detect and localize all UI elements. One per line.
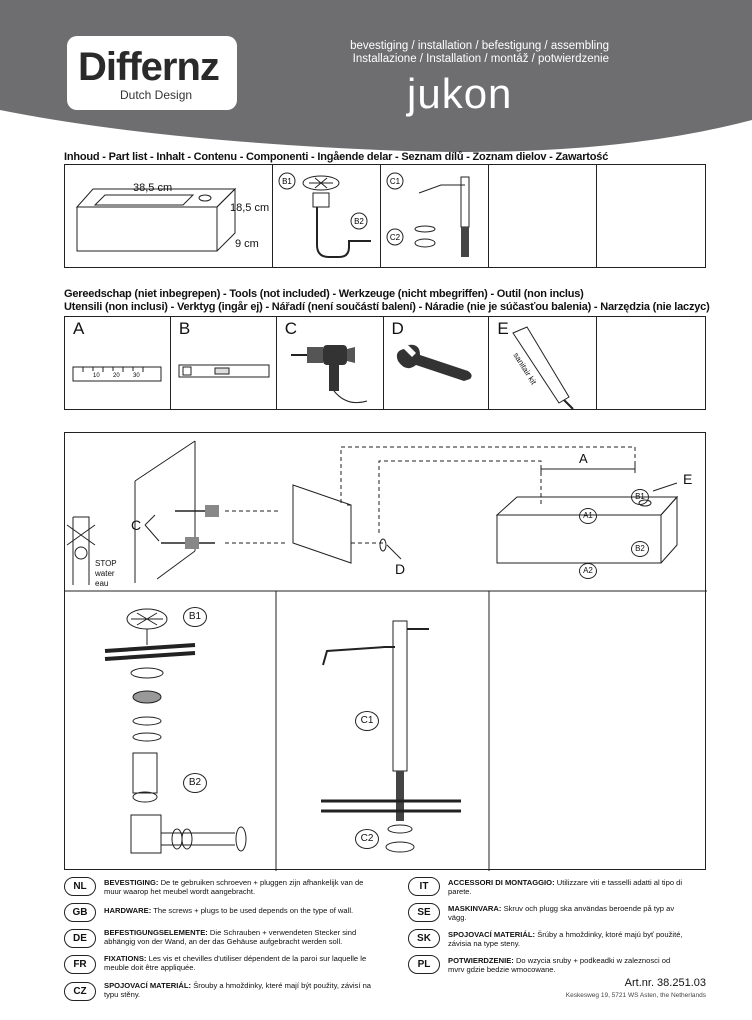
note-se-text: Skruv och plugg ska användas beroende på… [448, 904, 675, 922]
height-label: 9 cm [235, 238, 259, 250]
note-de-text: Die Schrauben + verwendeten Stecker sind… [104, 928, 357, 946]
note-cz-title: SPOJOVACÍ MATERIÁL: [104, 981, 192, 990]
tools-table: A 10 20 30 B C [64, 316, 706, 410]
ruler-tick-10: 10 [93, 373, 100, 379]
tool-b-level: B [169, 316, 277, 410]
lang-badge-nl: NL [64, 877, 96, 896]
note-sk-text: Šrúby a hmoždinky, ktoré majú byť použit… [448, 930, 683, 948]
tool-empty [596, 316, 706, 410]
tools-title-1: Gereedschap (niet inbegrepen) - Tools (n… [64, 288, 584, 300]
sealant-tube-icon [512, 326, 575, 410]
tool-letter-b: B [178, 319, 191, 338]
note-sk: SPOJOVACÍ MATERIÁL: Šrúby a hmoždinky, k… [448, 930, 688, 948]
assembly-diagram-frame: C D E A STOP water eau B1 A1 B2 A2 B1 B2… [64, 432, 707, 871]
tool-c-drill: C [275, 316, 384, 410]
note-pl-title: POTWIERDZENIE: [448, 956, 514, 965]
logo [67, 36, 237, 110]
brand-tagline: Dutch Design [120, 88, 193, 102]
spirit-level-icon [178, 364, 270, 378]
header-subtitle-1: bevestiging / installation / befestigung… [350, 40, 609, 52]
dim-a: A [579, 451, 588, 466]
parts-title: Inhoud - Part list - Inhalt - Contenu - … [64, 151, 609, 163]
part-empty-2 [596, 164, 706, 268]
callout-b2: B2 [631, 541, 649, 557]
parts-table: 38,5 cm 18,5 cm 9 cm B1 B2 C1 [63, 164, 706, 268]
detail-label-c2: C2 [355, 829, 379, 849]
note-it-title: ACCESSORI DI MONTAGGIO: [448, 878, 555, 887]
part-drain: B1 B2 [272, 164, 381, 268]
stop-line-1: STOP [95, 559, 117, 568]
lang-badge-gb: GB [64, 903, 96, 922]
company-address: Keskesweg 19, 5721 WS Asten, the Netherl… [565, 992, 706, 999]
lang-badge-se: SE [408, 903, 440, 922]
tools-title-2: Utensili (non inclusi) - Verktyg (ingår … [64, 301, 710, 313]
ruler-icon: 10 20 30 [72, 366, 162, 382]
tool-letter-c: C [284, 319, 297, 338]
part-label-b1: B1 [282, 177, 292, 186]
note-se: MASKINVARA: Skruv och plugg ska användas… [448, 904, 688, 922]
brand-name: Differnz [78, 45, 220, 89]
note-it: ACCESSORI DI MONTAGGIO: Utilizzare viti … [448, 878, 688, 896]
part-empty-1 [487, 164, 598, 268]
callout-a2: A2 [579, 563, 597, 579]
product-name: jukon [407, 70, 513, 117]
lang-badge-de: DE [64, 929, 96, 948]
part-label-c1: C1 [390, 177, 401, 186]
note-gb-text: The screws + plugs to be used depends on… [153, 906, 354, 915]
note-nl-text: De te gebruiken schroeven + pluggen zijn… [104, 878, 364, 896]
note-it-text: Utilizzare viti e tasselli adatti al tip… [448, 878, 683, 896]
note-sk-title: SPOJOVACÍ MATERIÁL: [448, 930, 536, 939]
lang-badge-cz: CZ [64, 982, 96, 1001]
tool-letter-a: A [73, 319, 85, 338]
label-e: E [683, 471, 693, 487]
note-pl: POTWIERDZENIE: Do wzycia sruby + podkead… [448, 956, 688, 974]
note-fr-text: Les vis et chevilles d'utiliser dépenden… [104, 954, 367, 972]
note-de-title: BEFESTIGUNGSELEMENTE: [104, 928, 208, 937]
ruler-tick-30: 30 [133, 373, 140, 379]
note-pl-text: Do wzycia sruby + podkeadki w zaleznosci… [448, 956, 671, 974]
lang-badge-fr: FR [64, 955, 96, 974]
lang-badge-sk: SK [408, 929, 440, 948]
header-subtitle-2: Installazione / Installation / montáž / … [352, 53, 609, 65]
label-d: D [395, 561, 406, 577]
article-number: Art.nr. 38.251.03 [624, 977, 706, 989]
tool-letter-d: D [391, 319, 404, 338]
stop-line-2: water [95, 569, 115, 578]
depth-label: 18,5 cm [230, 202, 270, 214]
detail-label-b1: B1 [183, 607, 207, 627]
note-fr: FIXATIONS: Les vis et chevilles d'utilis… [104, 954, 374, 972]
tool-d-wrench: D [382, 316, 490, 410]
callout-b1: B1 [631, 489, 649, 505]
callout-a1: A1 [579, 508, 597, 524]
lang-badge-it: IT [408, 877, 440, 896]
note-cz-text: Šrouby a hmoždinky, které mají být použi… [104, 981, 372, 999]
note-gb: HARDWARE: The screws + plugs to be used … [104, 906, 374, 915]
note-gb-title: HARDWARE: [104, 906, 152, 915]
detail-label-b2: B2 [183, 773, 207, 793]
part-label-b2: B2 [354, 217, 364, 226]
detail-label-c1: C1 [355, 711, 379, 731]
note-fr-title: FIXATIONS: [104, 954, 147, 963]
width-label: 38,5 cm [133, 182, 173, 194]
part-basin: 38,5 cm 18,5 cm 9 cm [63, 164, 274, 268]
drill-icon [290, 345, 367, 404]
note-de: BEFESTIGUNGSELEMENTE: Die Schrauben + ve… [104, 928, 374, 946]
ruler-tick-20: 20 [113, 373, 120, 379]
lang-badge-pl: PL [408, 955, 440, 974]
label-c: C [131, 517, 142, 533]
note-se-title: MASKINVARA: [448, 904, 502, 913]
note-cz: SPOJOVACÍ MATERIÁL: Šrouby a hmoždinky, … [104, 981, 374, 999]
note-nl-title: BEVESTIGING: [104, 878, 159, 887]
assembly-drawings [65, 440, 707, 871]
tool-letter-e: E [497, 319, 509, 338]
wrench-icon [396, 344, 472, 381]
part-tap: C1 C2 [380, 164, 489, 268]
note-nl: BEVESTIGING: De te gebruiken schroeven +… [104, 878, 374, 896]
tool-a-ruler: A 10 20 30 [64, 316, 171, 410]
part-label-c2: C2 [390, 233, 401, 242]
stop-line-3: eau [95, 579, 109, 588]
tool-e-sealant: E sanitair kit [488, 316, 598, 410]
